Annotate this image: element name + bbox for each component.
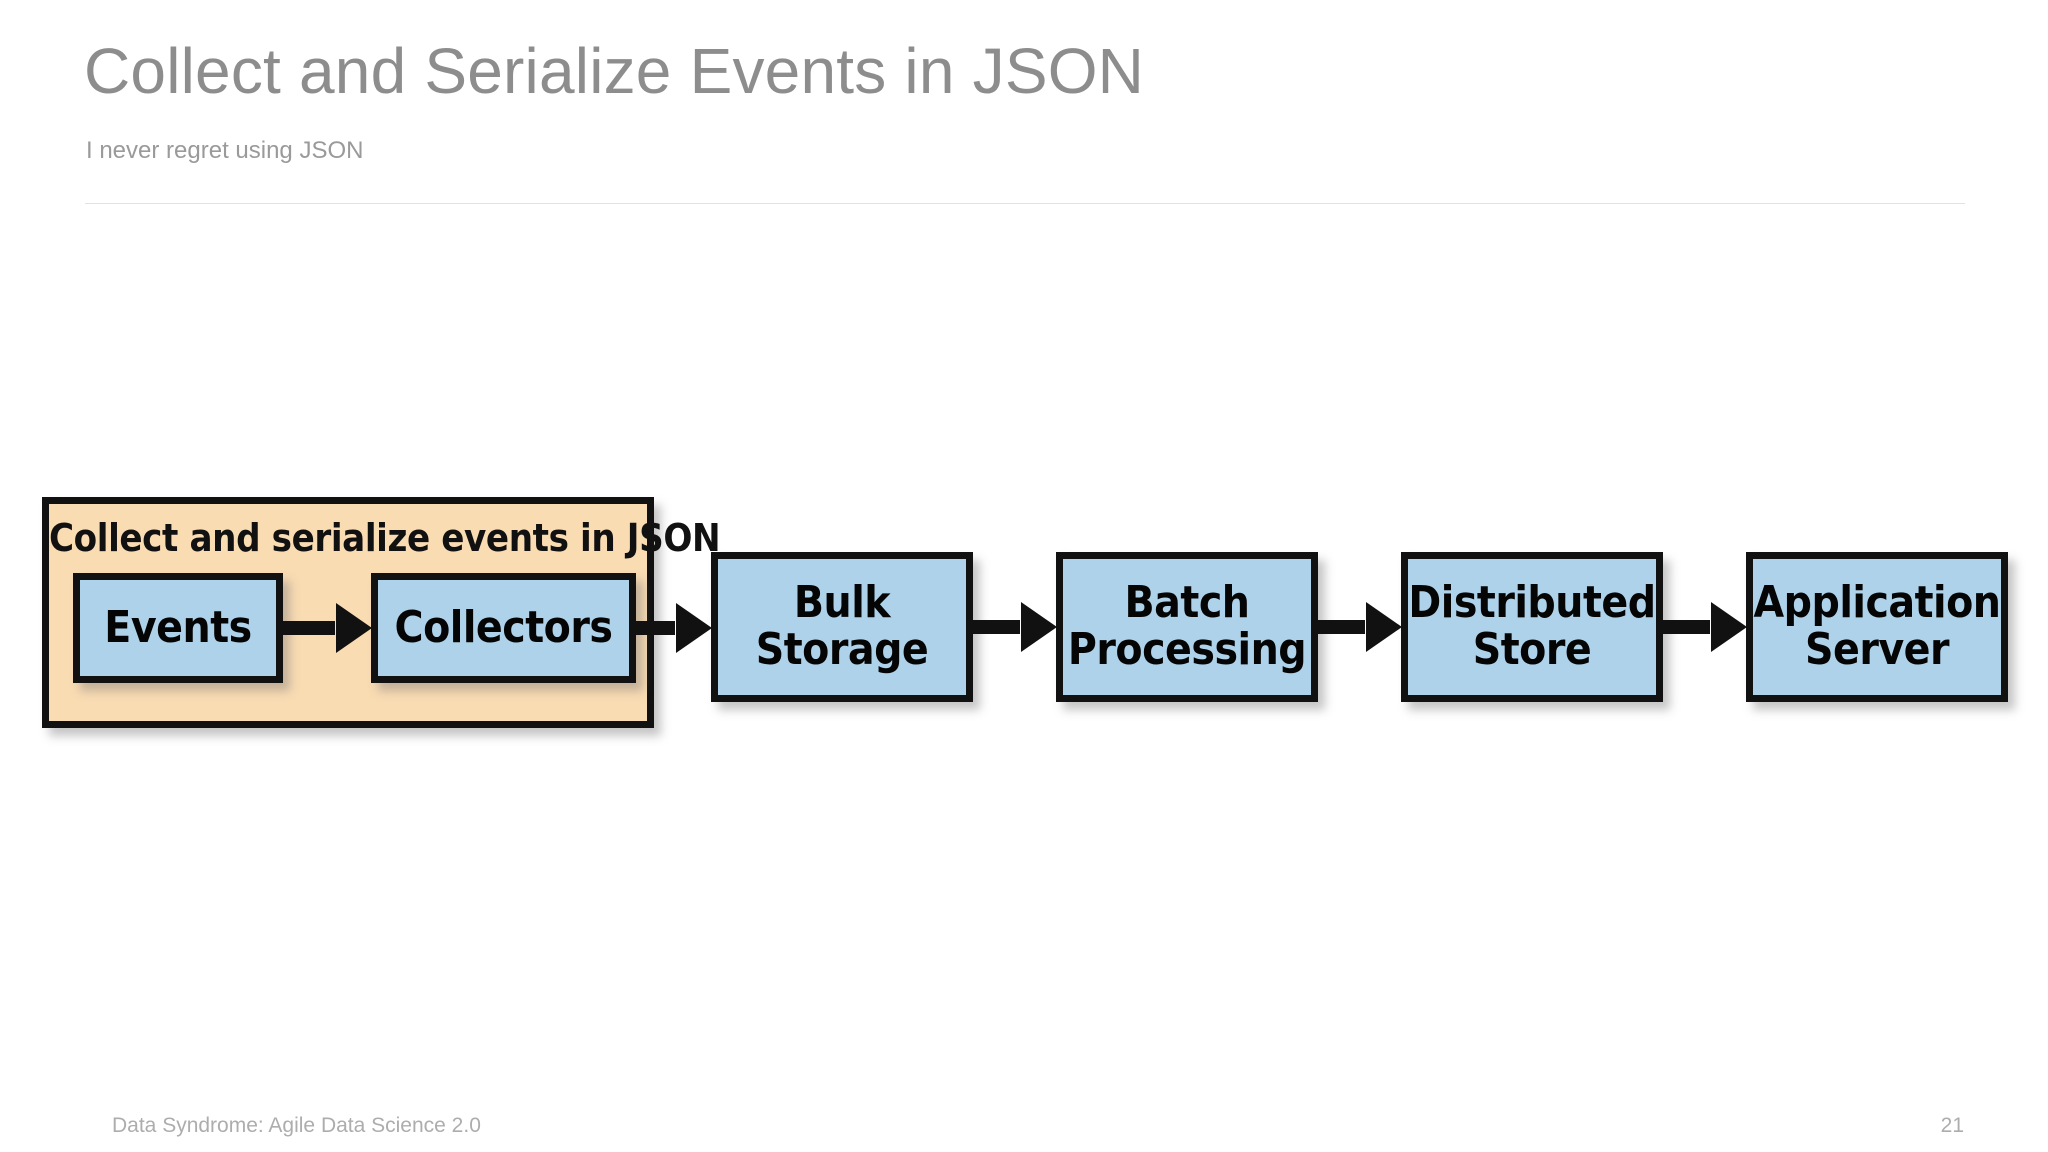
node-line-1: Bulk: [793, 577, 891, 629]
group-box-label: Collect and serialize events in JSON: [49, 516, 721, 560]
node-line-1: Distributed: [1408, 577, 1656, 629]
node-batch-processing-label: Batch Processing: [1062, 580, 1312, 673]
node-line-2: Server: [1804, 624, 1950, 675]
arrow-right-icon: [973, 620, 1020, 634]
node-collectors[interactable]: Collectors: [371, 573, 636, 683]
node-distributed-store-label: Distributed Store: [1402, 580, 1661, 673]
arrow-right-icon: [1663, 620, 1710, 634]
node-events-label: Events: [104, 601, 252, 653]
node-collectors-label: Collectors: [394, 601, 613, 653]
node-line-2: Processing: [1067, 624, 1307, 675]
node-distributed-store[interactable]: Distributed Store: [1401, 552, 1663, 702]
node-bulk-storage-label: Bulk Storage: [750, 580, 935, 673]
footer-source-text: Data Syndrome: Agile Data Science 2.0: [112, 1114, 481, 1137]
node-events[interactable]: Events: [73, 573, 283, 683]
node-line-1: Batch: [1124, 577, 1250, 629]
page-number: 21: [1940, 1114, 1964, 1137]
node-application-server-label: Application Server: [1748, 580, 2007, 673]
node-line-2: Store: [1472, 624, 1592, 675]
node-application-server[interactable]: Application Server: [1746, 552, 2008, 702]
page-subtitle: I never regret using JSON: [86, 137, 364, 164]
node-batch-processing[interactable]: Batch Processing: [1056, 552, 1318, 702]
arrow-right-icon: [636, 621, 675, 635]
page-title: Collect and Serialize Events in JSON: [84, 35, 1145, 107]
node-line-2: Storage: [755, 624, 929, 675]
arrow-right-icon: [283, 621, 335, 635]
node-line-1: Application: [1753, 577, 2001, 629]
node-bulk-storage[interactable]: Bulk Storage: [711, 552, 973, 702]
header-divider: [85, 203, 1965, 204]
arrow-right-icon: [1318, 620, 1365, 634]
